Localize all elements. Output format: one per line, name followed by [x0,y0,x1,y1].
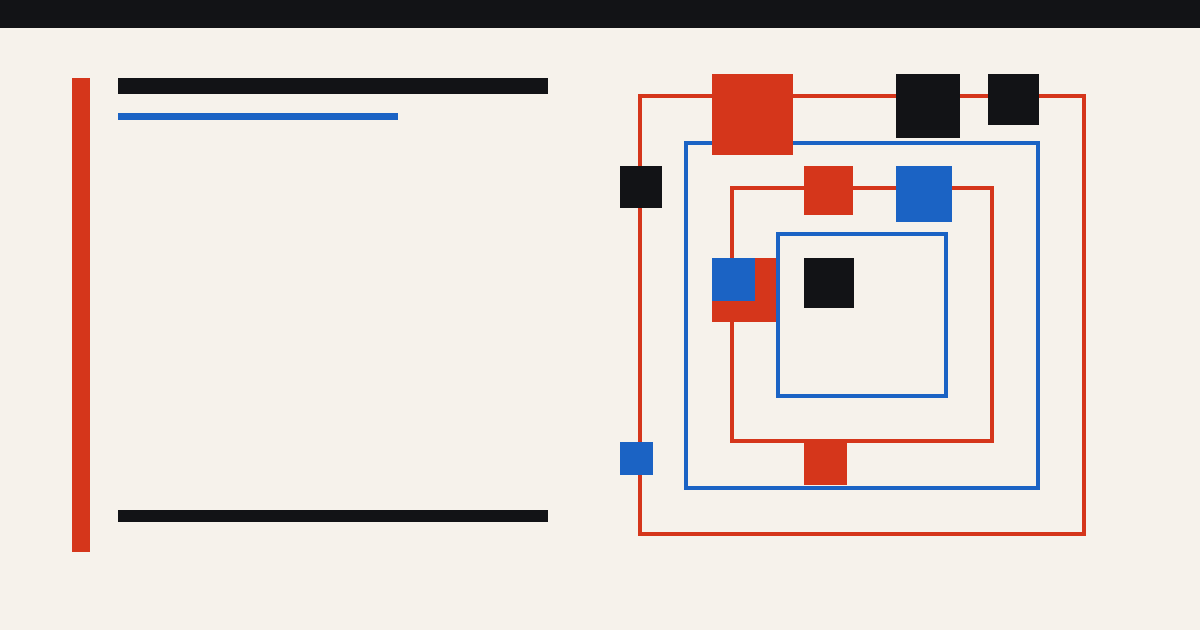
red-block-top [712,74,793,155]
footer-rule-black [118,510,548,522]
outer-red-frame [638,94,1086,536]
black-block-left [620,166,662,208]
second-blue-frame [684,141,1040,490]
heading-rule-black [118,78,548,94]
top-bar [0,0,1200,28]
heading-rule-blue [118,113,398,120]
inner-blue-frame [776,232,948,398]
black-block-top-right-1 [896,74,960,138]
black-block-top-right-2 [988,74,1039,125]
red-block-mid-top [804,166,853,215]
left-accent-bar [72,78,90,552]
red-block-bottom [804,442,847,485]
blue-block-mid-top [896,166,952,222]
blue-block-overlap [712,258,755,301]
black-block-center [804,258,854,308]
blue-block-bottom-left [620,442,653,475]
